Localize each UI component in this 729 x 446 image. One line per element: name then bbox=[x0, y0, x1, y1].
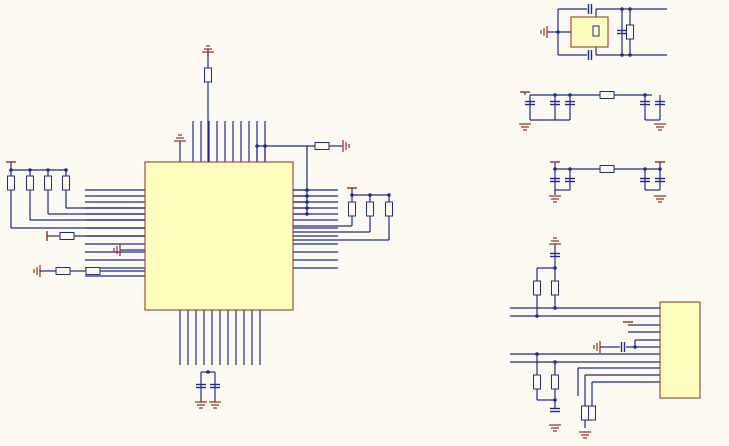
ground-icon bbox=[654, 123, 666, 131]
capacitor-icon bbox=[587, 50, 593, 60]
capacitor-icon bbox=[620, 342, 626, 352]
junction-dot bbox=[9, 168, 13, 172]
ground-icon bbox=[342, 140, 350, 152]
junction-dot bbox=[206, 370, 210, 374]
junction-dot bbox=[535, 314, 539, 318]
capacitor-icon bbox=[196, 383, 206, 389]
junction-dot bbox=[387, 193, 391, 197]
capacitor-icon bbox=[655, 177, 665, 183]
resistor-icon bbox=[7, 175, 15, 191]
resistor-icon bbox=[551, 280, 559, 296]
junction-dot bbox=[46, 168, 50, 172]
resistor-icon bbox=[55, 267, 71, 275]
junction-layer bbox=[9, 7, 662, 402]
capacitor-icon bbox=[210, 383, 220, 389]
capacitor-icon bbox=[617, 29, 627, 35]
capacitor-icon bbox=[640, 177, 650, 183]
junction-dot bbox=[553, 93, 557, 97]
junction-dot bbox=[553, 167, 557, 171]
resistor-icon bbox=[588, 405, 596, 421]
resistor-icon bbox=[366, 201, 374, 217]
capacitor-icon bbox=[550, 177, 560, 183]
junction-dot bbox=[305, 194, 309, 198]
resistor-icon bbox=[626, 24, 634, 40]
crystal-body bbox=[570, 16, 609, 48]
ground-icon bbox=[549, 195, 561, 203]
resistor-icon bbox=[533, 374, 541, 390]
resistor-icon bbox=[314, 142, 330, 150]
junction-dot bbox=[305, 188, 309, 192]
resistor-icon bbox=[599, 91, 615, 99]
junction-dot bbox=[643, 167, 647, 171]
junction-dot bbox=[28, 168, 32, 172]
resistor-icon bbox=[59, 232, 75, 240]
ground-icon bbox=[113, 244, 121, 256]
capacitor-icon bbox=[587, 4, 593, 14]
ground-icon bbox=[174, 134, 186, 142]
resistor-icon bbox=[44, 175, 52, 191]
wire-layer bbox=[10, 8, 667, 428]
junction-dot bbox=[255, 144, 259, 148]
resistor-icon bbox=[533, 280, 541, 296]
junction-dot bbox=[553, 306, 557, 310]
junction-dot bbox=[568, 167, 572, 171]
ground-icon bbox=[593, 341, 601, 353]
capacitor-icon bbox=[550, 407, 560, 413]
junction-dot bbox=[305, 206, 309, 210]
ground-icon bbox=[540, 26, 548, 38]
ground-icon bbox=[33, 265, 41, 277]
capacitor-icon bbox=[655, 100, 665, 106]
junction-dot bbox=[620, 53, 624, 57]
resistor-icon bbox=[599, 165, 615, 173]
component-layer bbox=[7, 4, 701, 421]
ground-icon bbox=[519, 123, 531, 131]
junction-dot bbox=[263, 144, 267, 148]
main-ic-body bbox=[144, 161, 294, 311]
junction-dot bbox=[568, 93, 572, 97]
connector-body bbox=[659, 301, 701, 399]
symbol-layer bbox=[6, 26, 666, 439]
resistor-icon bbox=[85, 267, 101, 275]
resistor-icon bbox=[204, 67, 212, 83]
ground-icon bbox=[654, 195, 666, 203]
ground-icon bbox=[579, 431, 591, 439]
crystal-icon bbox=[592, 25, 600, 37]
resistor-icon bbox=[62, 175, 70, 191]
resistor-icon bbox=[581, 405, 589, 421]
junction-dot bbox=[553, 360, 557, 364]
junction-dot bbox=[535, 352, 539, 356]
resistor-icon bbox=[551, 374, 559, 390]
junction-dot bbox=[305, 212, 309, 216]
junction-dot bbox=[633, 345, 637, 349]
resistor-icon bbox=[385, 201, 393, 217]
junction-dot bbox=[556, 30, 560, 34]
ground-icon bbox=[209, 401, 221, 409]
junction-dot bbox=[350, 193, 354, 197]
resistor-icon bbox=[26, 175, 34, 191]
junction-dot bbox=[620, 7, 624, 11]
junction-dot bbox=[305, 200, 309, 204]
capacitor-icon bbox=[550, 100, 560, 106]
capacitor-icon bbox=[565, 177, 575, 183]
capacitor-icon bbox=[565, 100, 575, 106]
junction-dot bbox=[553, 266, 557, 270]
resistor-icon bbox=[348, 201, 356, 217]
ground-icon bbox=[549, 237, 561, 245]
ground-icon bbox=[549, 424, 561, 432]
junction-dot bbox=[553, 398, 557, 402]
junction-dot bbox=[643, 93, 647, 97]
junction-dot bbox=[658, 167, 662, 171]
ground-icon bbox=[195, 401, 207, 409]
junction-dot bbox=[628, 53, 632, 57]
capacitor-icon bbox=[640, 100, 650, 106]
junction-dot bbox=[64, 168, 68, 172]
capacitor-icon bbox=[550, 252, 560, 258]
capacitor-icon bbox=[525, 100, 535, 106]
junction-dot bbox=[368, 193, 372, 197]
junction-dot bbox=[628, 7, 632, 11]
ground-icon bbox=[202, 45, 214, 53]
